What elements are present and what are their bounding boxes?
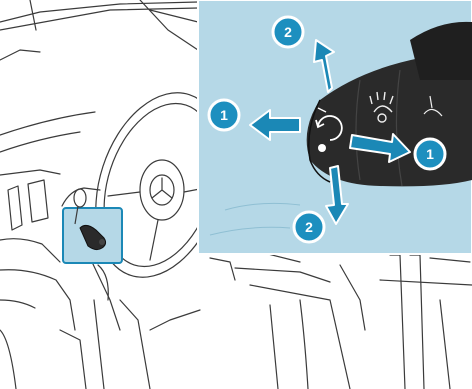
callout-step-2-down: 2 bbox=[294, 212, 324, 242]
callout-label: 1 bbox=[426, 146, 434, 162]
detail-inset-panel: 2 1 1 2 bbox=[198, 0, 472, 254]
callout-step-2-up: 2 bbox=[273, 17, 303, 47]
callout-step-1-left: 1 bbox=[209, 100, 239, 130]
callout-label: 2 bbox=[305, 219, 313, 235]
callout-label: 1 bbox=[220, 107, 228, 123]
callout-step-1-right: 1 bbox=[415, 139, 445, 169]
ignition-key-icon bbox=[74, 189, 86, 207]
callout-label: 2 bbox=[284, 24, 292, 40]
lever-location-highlight bbox=[63, 189, 122, 263]
